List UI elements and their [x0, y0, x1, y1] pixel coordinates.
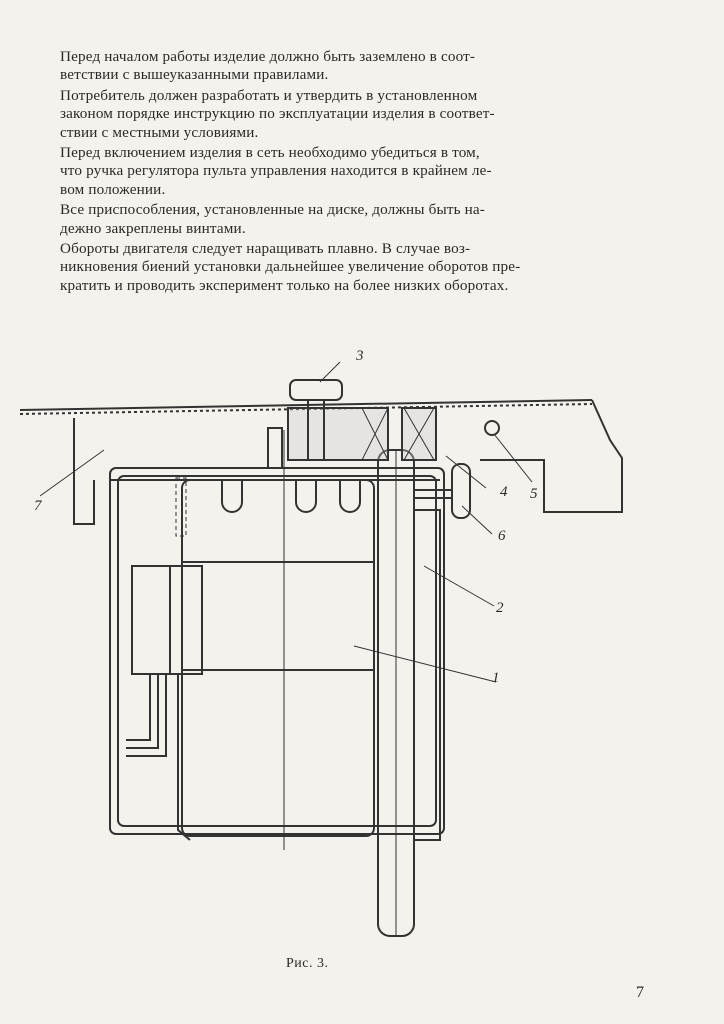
cable — [177, 674, 191, 841]
leader-2 — [423, 565, 495, 607]
knob-stem — [307, 399, 325, 461]
text-line: кратить и проводить эксперимент только н… — [60, 276, 509, 294]
cable — [126, 674, 151, 741]
text-line: ветствии с вышеуказанными правилами. — [60, 66, 329, 84]
text-line: Все приспособления, установленные на дис… — [60, 201, 486, 219]
paragraph-2: Потребитель должен разработать и утверди… — [60, 87, 636, 142]
paragraph-5: Обороты двигателя следует наращивать пла… — [60, 240, 636, 295]
callout-7: 7 — [34, 498, 43, 514]
side-knob — [451, 463, 471, 519]
page-number: 7 — [636, 984, 644, 1001]
callout-5: 5 — [530, 486, 538, 502]
callout-6: 6 — [498, 528, 506, 544]
bearing-block-left — [287, 407, 389, 461]
text-line: Перед началом работы изделие должно быть… — [60, 48, 476, 65]
callout-4: 4 — [500, 484, 508, 500]
knob — [289, 379, 343, 401]
motor-window — [221, 480, 243, 513]
leader-5 — [493, 433, 533, 483]
outer-housing-inner — [117, 475, 437, 827]
bolt — [267, 427, 283, 469]
table-right-step — [480, 399, 623, 513]
table-top-hatch — [19, 403, 593, 415]
paragraph-4: Все приспособления, установленные на дис… — [60, 201, 636, 238]
callout-2: 2 — [496, 600, 504, 616]
figure-caption: Рис. 3. — [286, 956, 329, 971]
leader-1 — [353, 645, 497, 683]
paragraph-3: Перед включением изделия в сеть необходи… — [60, 144, 636, 199]
cable — [126, 674, 159, 749]
bearing-cross — [361, 407, 389, 461]
screw — [484, 420, 500, 436]
cable — [126, 674, 167, 757]
text-line: ствии с местными условиями. — [60, 123, 259, 141]
leader-3 — [319, 361, 341, 383]
text-line: дежно закреплены винтами. — [60, 219, 246, 237]
leader-7 — [39, 449, 105, 497]
terminal-box — [131, 565, 203, 675]
table-top-line — [19, 399, 593, 411]
body-text: Перед началом работы изделие должно быть… — [60, 48, 636, 297]
technical-drawing: 1 2 3 4 5 6 7 — [0, 330, 724, 970]
text-line: вом положении. — [60, 180, 166, 198]
outer-housing — [109, 467, 445, 835]
callout-3: 3 — [355, 348, 364, 364]
text-line: законом порядке инструкцию по эксплуатац… — [60, 105, 495, 123]
hidden-line — [175, 477, 187, 537]
text-line: Потребитель должен разработать и утверди… — [60, 86, 478, 104]
paragraph-1: Перед началом работы изделие должно быть… — [60, 48, 636, 85]
text-line: никновения биений установки дальнейшее у… — [60, 258, 521, 276]
leader-6 — [461, 505, 493, 535]
sleeve — [413, 509, 441, 841]
left-support — [73, 418, 95, 525]
motor-body — [181, 479, 375, 837]
text-line: Обороты двигателя следует наращивать пла… — [60, 240, 471, 258]
motor-window — [295, 480, 317, 513]
text-line: что ручка регулятора пульта управления н… — [60, 162, 492, 180]
text-line: Перед включением изделия в сеть необходи… — [60, 144, 480, 162]
leader-4 — [445, 455, 487, 489]
callout-1: 1 — [492, 670, 500, 686]
bearing-cross — [403, 407, 435, 461]
motor-window — [339, 480, 361, 513]
drawing-svg: 1 2 3 4 5 6 7 — [19, 348, 623, 937]
